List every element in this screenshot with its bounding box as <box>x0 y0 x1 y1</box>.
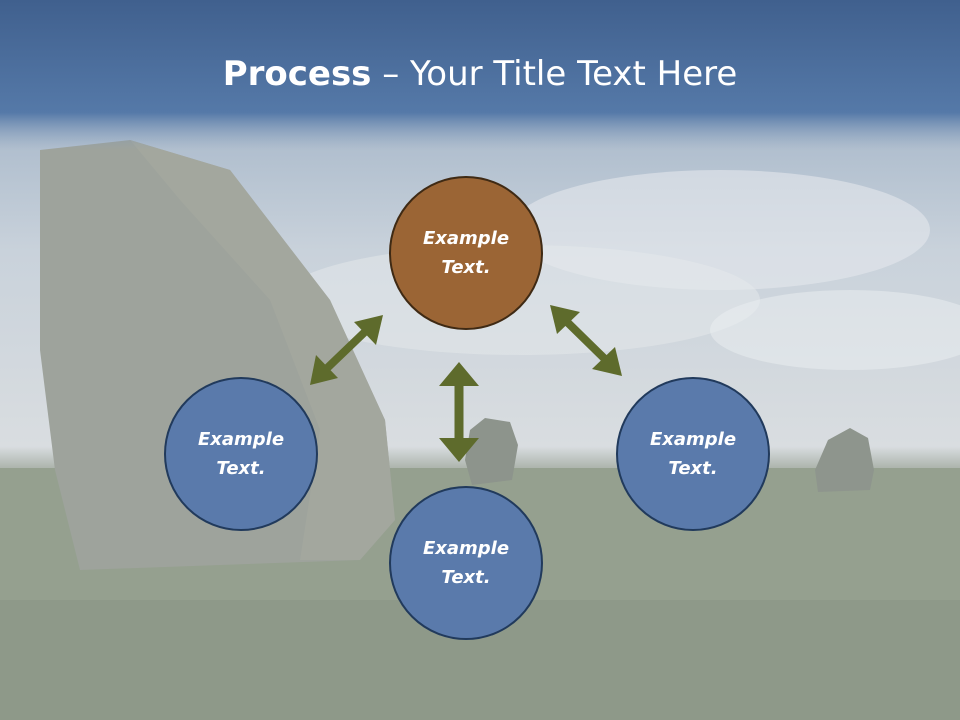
node-bottom-label: Example Text. <box>422 538 510 588</box>
double-arrow-left <box>310 315 383 385</box>
node-right-label: Example Text. <box>649 429 737 479</box>
title-rest: – Your Title Text Here <box>371 54 738 94</box>
node-top-label: Example Text. <box>422 228 510 278</box>
title-strong: Process <box>222 54 372 94</box>
process-node-bottom[interactable]: Example Text. <box>389 486 543 640</box>
process-node-left[interactable]: Example Text. <box>164 377 318 531</box>
double-arrow-right <box>550 305 622 376</box>
double-arrow-vertical <box>439 362 479 462</box>
node-left-label: Example Text. <box>197 429 285 479</box>
slide-title: Process – Your Title Text Here <box>0 52 960 96</box>
process-node-right[interactable]: Example Text. <box>616 377 770 531</box>
process-node-top[interactable]: Example Text. <box>389 176 543 330</box>
